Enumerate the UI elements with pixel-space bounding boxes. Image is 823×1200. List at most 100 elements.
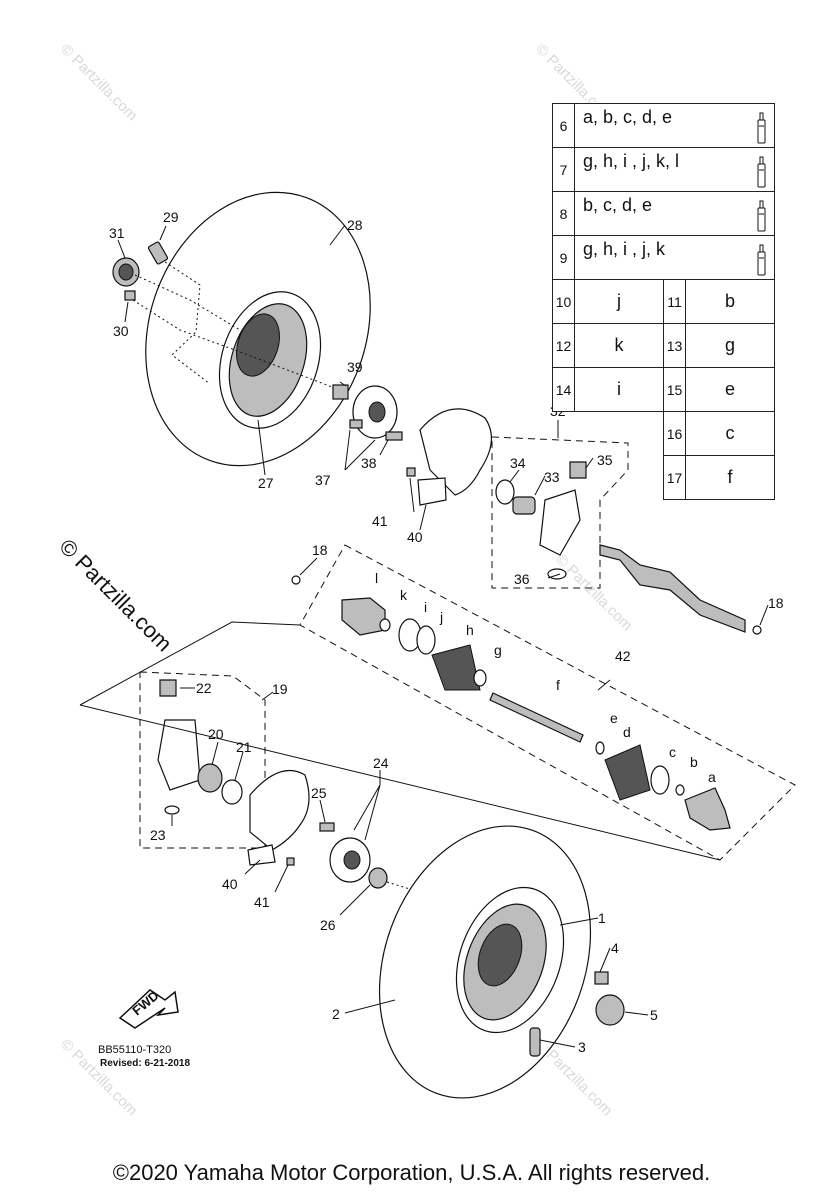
row-number: 10 bbox=[552, 279, 575, 324]
callout-1: 1 bbox=[598, 910, 606, 926]
callout-e: e bbox=[610, 710, 618, 726]
hub-bolt bbox=[319, 822, 335, 832]
grease-tube-icon bbox=[757, 244, 766, 276]
band-b bbox=[675, 784, 685, 796]
row-value: i bbox=[574, 367, 664, 412]
hub-nut bbox=[368, 867, 388, 889]
row-number: 14 bbox=[552, 367, 575, 412]
steering-knuckle bbox=[539, 489, 581, 556]
oring-left bbox=[291, 575, 301, 585]
callout-27: 27 bbox=[258, 475, 274, 491]
row-letters: g, h, i , j, k bbox=[583, 239, 666, 259]
assembly-guide-lines bbox=[132, 261, 341, 391]
row-number: 17 bbox=[663, 455, 686, 500]
band-g bbox=[473, 669, 487, 687]
fwd-arrow-icon: FWD bbox=[118, 988, 179, 1029]
clip-e bbox=[595, 741, 605, 755]
callout-24: 24 bbox=[373, 755, 389, 771]
callout-39: 39 bbox=[347, 359, 363, 375]
row-value: k bbox=[574, 323, 664, 368]
table-row: 16 c bbox=[553, 411, 775, 456]
callout-4: 4 bbox=[611, 940, 619, 956]
band-c bbox=[650, 765, 670, 795]
knuckle-group-outline bbox=[491, 436, 629, 589]
valve-stem bbox=[147, 241, 169, 265]
shaft-f bbox=[489, 692, 584, 743]
row-number: 7 bbox=[552, 147, 575, 192]
callout-40a: 40 bbox=[407, 529, 423, 545]
callout-20: 20 bbox=[208, 726, 224, 742]
bearing-lower bbox=[197, 763, 223, 793]
disc-bolt bbox=[406, 467, 416, 477]
callout-d: d bbox=[623, 724, 631, 740]
row-letters: b, c, d, e bbox=[583, 195, 653, 215]
callout-35: 35 bbox=[597, 452, 613, 468]
watermark-text-large: © Partzilla.com bbox=[54, 534, 177, 657]
callout-l: l bbox=[375, 570, 378, 586]
callout-41a: 41 bbox=[372, 513, 388, 529]
callout-23: 23 bbox=[150, 827, 166, 843]
clip-k bbox=[379, 618, 391, 632]
callout-41b: 41 bbox=[254, 894, 270, 910]
callout-i: i bbox=[424, 599, 427, 615]
callout-34: 34 bbox=[510, 455, 526, 471]
callout-5: 5 bbox=[650, 1007, 658, 1023]
ball-joint bbox=[569, 461, 587, 479]
row-letters: g, h, i , j, k, l bbox=[583, 151, 680, 171]
bearing bbox=[512, 496, 536, 515]
brake-disc-upper bbox=[417, 408, 492, 506]
front-valve bbox=[529, 1027, 541, 1057]
callout-c: c bbox=[669, 744, 676, 760]
oring-right bbox=[752, 625, 762, 635]
leader-lines bbox=[117, 224, 769, 1048]
grease-tube-icon bbox=[757, 112, 766, 144]
band-j bbox=[416, 625, 436, 655]
row-letters: a, b, c, d, e bbox=[583, 107, 673, 127]
callout-f: f bbox=[556, 677, 560, 693]
callout-25: 25 bbox=[311, 785, 327, 801]
cv-joint-outer bbox=[684, 787, 731, 831]
table-row: 9 g, h, i , j, k bbox=[552, 235, 775, 280]
callout-a: a bbox=[708, 769, 716, 785]
front-center-cap bbox=[595, 994, 625, 1026]
boot-d bbox=[604, 744, 651, 801]
circlip-lower bbox=[221, 779, 243, 805]
cv-joint-inner bbox=[341, 597, 386, 636]
table-row: 10 j 11 b bbox=[552, 279, 775, 324]
callout-21: 21 bbox=[236, 739, 252, 755]
brake-disc-lower bbox=[247, 769, 310, 866]
cap-nut bbox=[124, 290, 136, 301]
table-row: 17 f bbox=[553, 455, 775, 500]
document-code: BB55110-T320 bbox=[98, 1044, 172, 1056]
row-value: f bbox=[685, 455, 775, 500]
dust-seal-lower bbox=[164, 805, 180, 815]
row-value: e bbox=[685, 367, 775, 412]
drive-shaft-right bbox=[599, 544, 746, 633]
callout-k: k bbox=[400, 587, 408, 603]
rear-hub bbox=[349, 385, 403, 441]
callout-29: 29 bbox=[163, 209, 179, 225]
row-number: 6 bbox=[552, 103, 575, 148]
row-value: g bbox=[685, 323, 775, 368]
row-number: 11 bbox=[663, 279, 686, 324]
callout-33: 33 bbox=[544, 469, 560, 485]
steering-knuckle-lower bbox=[157, 719, 201, 791]
callout-b: b bbox=[690, 754, 698, 770]
copyright-notice: ©2020 Yamaha Motor Corporation, U.S.A. A… bbox=[112, 1160, 711, 1185]
callout-j: j bbox=[439, 609, 443, 625]
callout-37: 37 bbox=[315, 472, 331, 488]
callout-19: 19 bbox=[272, 681, 288, 697]
table-row: 7 g, h, i , j, k, l bbox=[552, 147, 775, 192]
callout-3: 3 bbox=[578, 1039, 586, 1055]
row-number: 9 bbox=[552, 235, 575, 280]
callout-18a: 18 bbox=[312, 542, 328, 558]
watermark-text: © Partzilla.com bbox=[57, 41, 140, 124]
row-value: b bbox=[685, 279, 775, 324]
grease-reference-table: 6 a, b, c, d, e 7 g, h, i , j, k, l 8 b,… bbox=[552, 103, 775, 500]
disc-bolt-lower bbox=[286, 857, 295, 866]
rear-tire bbox=[145, 191, 371, 467]
callout-42: 42 bbox=[615, 648, 631, 664]
table-row: 14 i 15 e bbox=[552, 367, 775, 412]
table-row: 8 b, c, d, e bbox=[552, 191, 775, 236]
table-row: 12 k 13 g bbox=[552, 323, 775, 368]
